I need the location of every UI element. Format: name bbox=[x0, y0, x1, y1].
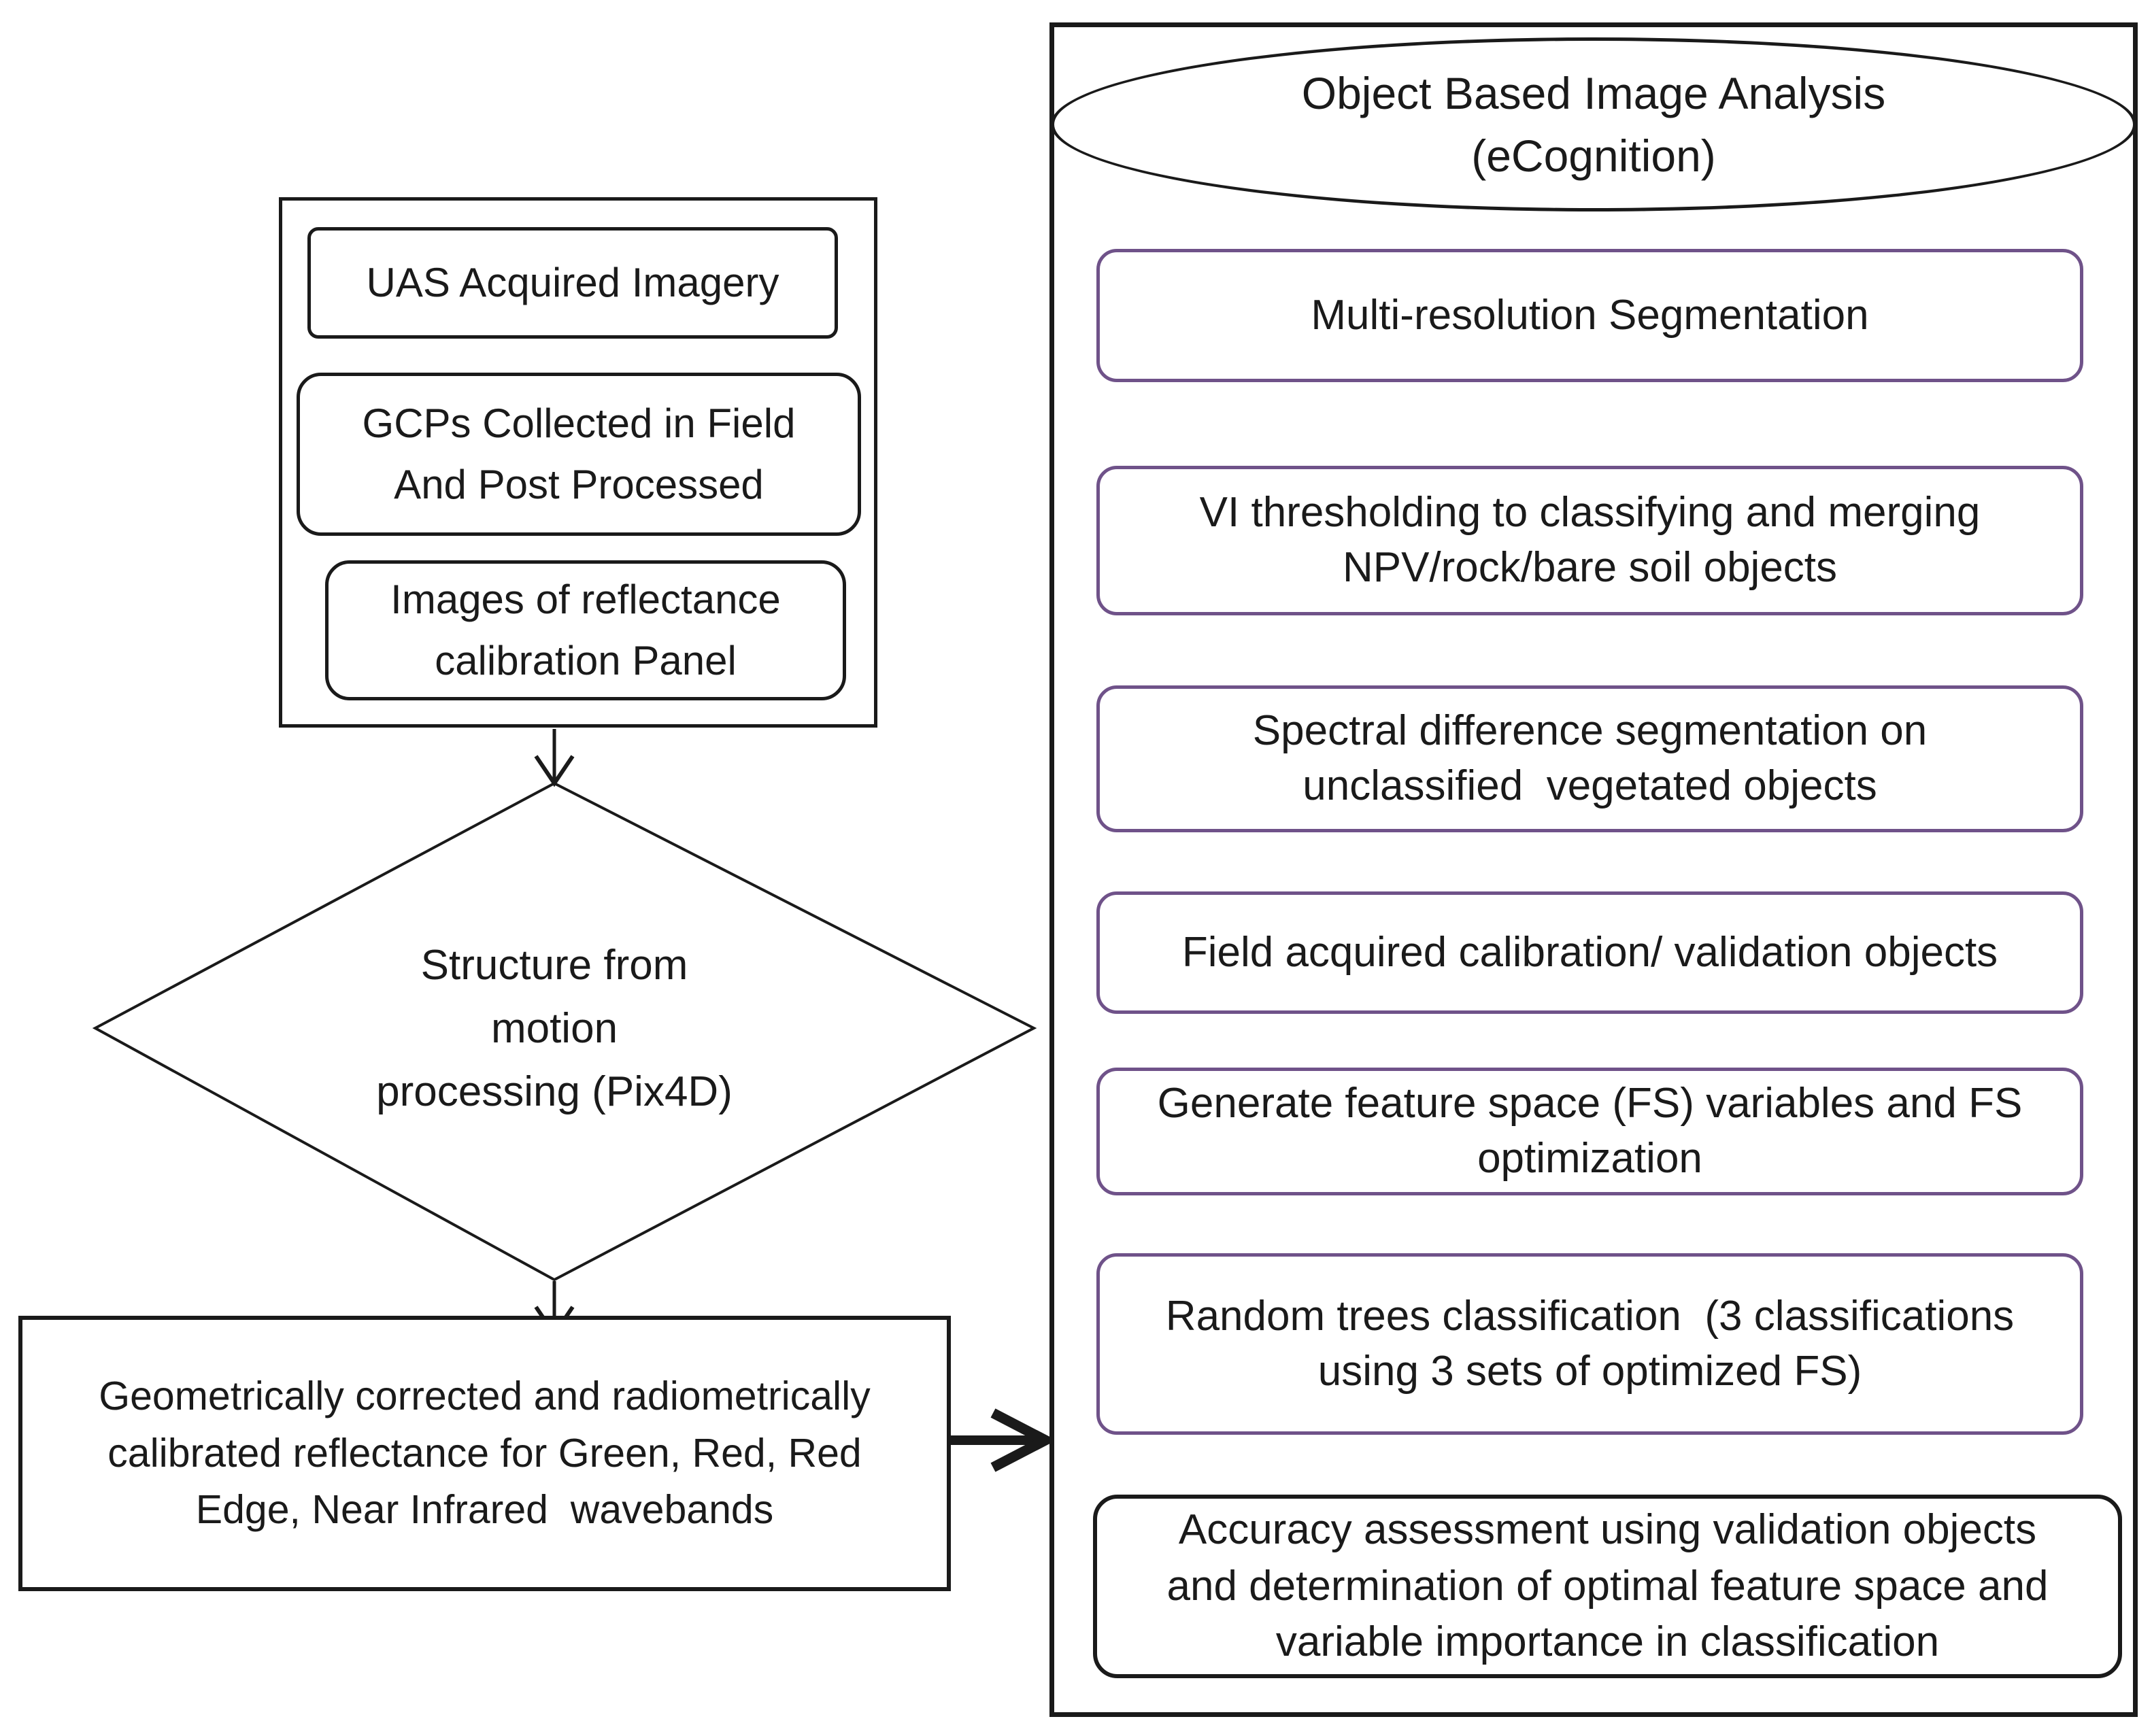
step-label: optimization bbox=[1477, 1135, 1702, 1182]
step-label: Random trees classification (3 classific… bbox=[1165, 1292, 2015, 1340]
node-label: GCPs Collected in Field bbox=[362, 401, 796, 446]
step-label: using 3 sets of optimized FS) bbox=[1317, 1347, 1862, 1395]
step-label: Generate feature space (FS) variables an… bbox=[1157, 1080, 2023, 1127]
node-label: Edge, Near Infrared wavebands bbox=[195, 1487, 774, 1533]
step-label: Field acquired calibration/ validation o… bbox=[1181, 928, 1998, 976]
step-label: Accuracy assessment using validation obj… bbox=[1178, 1506, 2037, 1554]
step-spectral-difference-segmentation: Spectral difference segmentation on uncl… bbox=[1096, 685, 2083, 832]
step-label: and determination of optimal feature spa… bbox=[1166, 1562, 2049, 1610]
node-label: processing (Pix4D) bbox=[376, 1068, 733, 1115]
node-label: Images of reflectance bbox=[390, 577, 781, 622]
arrow-output-to-obia bbox=[951, 1408, 1057, 1472]
step-label: variable importance in classification bbox=[1275, 1618, 1940, 1666]
step-label: Multi-resolution Segmentation bbox=[1311, 291, 1869, 339]
step-feature-space-optimization: Generate feature space (FS) variables an… bbox=[1096, 1068, 2083, 1195]
step-vi-thresholding: VI thresholding to classifying and mergi… bbox=[1096, 466, 2083, 615]
step-random-trees-classification: Random trees classification (3 classific… bbox=[1096, 1253, 2083, 1435]
arrow-inputs-to-diamond bbox=[534, 729, 575, 787]
step-accuracy-assessment: Accuracy assessment using validation obj… bbox=[1093, 1495, 2122, 1678]
node-label: Geometrically corrected and radiometrica… bbox=[99, 1373, 871, 1418]
obia-title-ellipse: Object Based Image Analysis (eCognition) bbox=[1051, 37, 2136, 211]
node-sfm-diamond: Structure from motion processing (Pix4D) bbox=[214, 790, 894, 1266]
node-label: calibration Panel bbox=[435, 638, 737, 683]
node-uas-acquired-imagery: UAS Acquired Imagery bbox=[307, 227, 838, 339]
step-label: VI thresholding to classifying and mergi… bbox=[1199, 489, 1981, 537]
node-label: UAS Acquired Imagery bbox=[366, 260, 779, 305]
node-corrected-reflectance-output: Geometrically corrected and radiometrica… bbox=[18, 1316, 951, 1591]
step-field-calibration-validation-objects: Field acquired calibration/ validation o… bbox=[1096, 891, 2083, 1014]
node-gcps-collected: GCPs Collected in Field And Post Process… bbox=[297, 373, 861, 536]
sfm-diamond-shape bbox=[92, 781, 1037, 1282]
node-label: And Post Processed bbox=[394, 462, 764, 507]
step-label: NPV/rock/bare soil objects bbox=[1342, 544, 1838, 591]
node-reflectance-panel-images: Images of reflectance calibration Panel bbox=[325, 560, 846, 700]
node-label: Structure from bbox=[420, 941, 688, 989]
node-label: calibrated reflectance for Green, Red, R… bbox=[107, 1430, 862, 1476]
step-multiresolution-segmentation: Multi-resolution Segmentation bbox=[1096, 249, 2083, 382]
step-label: unclassified vegetated objects bbox=[1302, 762, 1877, 809]
obia-title: Object Based Image Analysis bbox=[1301, 67, 1886, 118]
obia-title: (eCognition) bbox=[1471, 131, 1716, 181]
node-label: motion bbox=[490, 1004, 618, 1052]
step-label: Spectral difference segmentation on bbox=[1252, 707, 1928, 755]
